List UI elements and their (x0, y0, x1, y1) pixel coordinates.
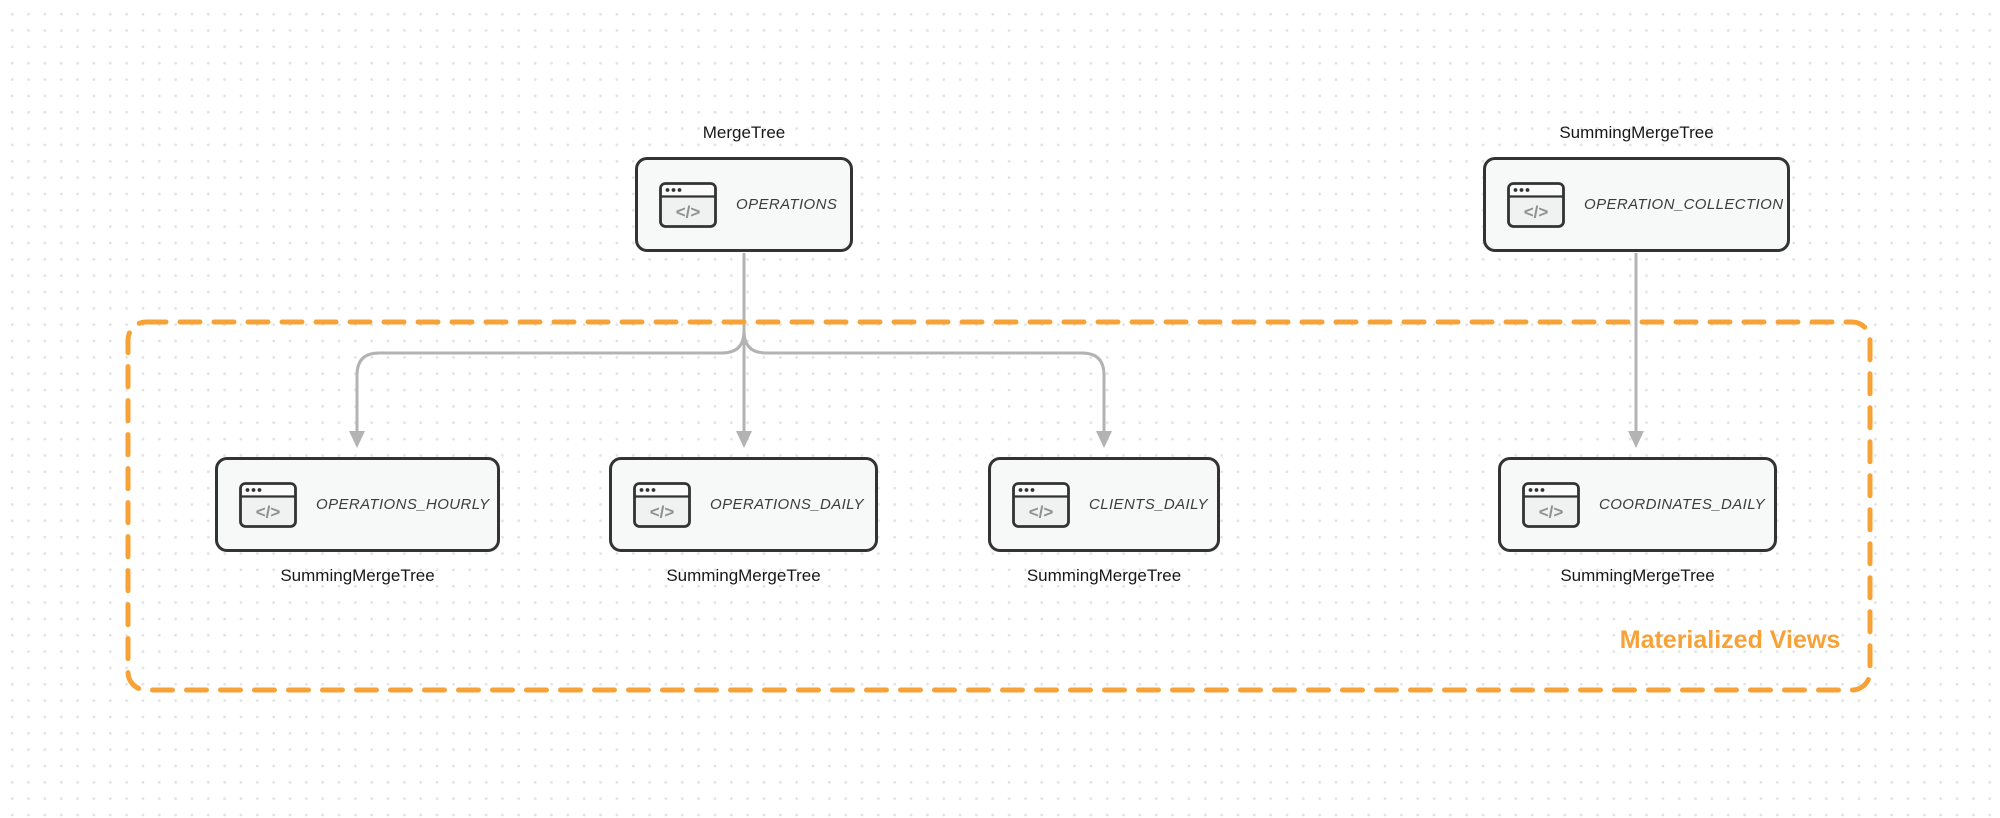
svg-text:</>: </> (650, 502, 675, 521)
engine-label-operation-collection: SummingMergeTree (1559, 123, 1714, 142)
node-title-operations: OPERATIONS (736, 196, 838, 213)
code-window-icon: </> (1522, 481, 1580, 528)
code-window-icon: </> (1507, 181, 1565, 228)
engine-label-operations-hourly: SummingMergeTree (280, 566, 435, 585)
code-window-icon: </> (633, 481, 691, 528)
node-operations-hourly: </> OPERATIONS_HOURLY SummingMergeTree (215, 457, 500, 585)
node-title-operation-collection: OPERATION_COLLECTION (1584, 196, 1784, 213)
node-clients-daily: </> CLIENTS_DAILY SummingMergeTree (988, 457, 1220, 585)
arrowhead-coordinates-daily (1628, 431, 1644, 448)
node-box-operations-hourly: </> OPERATIONS_HOURLY (215, 457, 500, 552)
engine-label-clients-daily: SummingMergeTree (1026, 566, 1182, 585)
svg-text:</>: </> (256, 502, 281, 521)
node-box-operations: </> OPERATIONS (635, 157, 853, 252)
node-title-coordinates-daily: COORDINATES_DAILY (1599, 496, 1766, 513)
node-title-clients-daily: CLIENTS_DAILY (1089, 496, 1208, 513)
node-operations-daily: </> OPERATIONS_DAILY SummingMergeTree (609, 457, 878, 585)
edge-operations-to-operations-hourly (355, 253, 746, 431)
node-title-operations-hourly: OPERATIONS_HOURLY (316, 496, 490, 513)
node-box-operations-daily: </> OPERATIONS_DAILY (609, 457, 878, 552)
code-window-icon: </> (239, 481, 297, 528)
svg-text:</>: </> (1029, 502, 1054, 521)
node-operation-collection: SummingMergeTree </> OPERATION_COLLECTIO… (1483, 123, 1790, 252)
arrowhead-operations-hourly (349, 431, 365, 448)
node-box-operation-collection: </> OPERATION_COLLECTION (1483, 157, 1790, 252)
code-window-icon: </> (659, 181, 717, 228)
svg-text:</>: </> (1539, 502, 1564, 521)
svg-text:</>: </> (676, 202, 701, 221)
engine-label-operations-daily: SummingMergeTree (666, 566, 821, 585)
arrowhead-operations-daily (736, 431, 752, 448)
code-window-icon: </> (1012, 481, 1070, 528)
node-box-clients-daily: </> CLIENTS_DAILY (988, 457, 1220, 552)
node-box-coordinates-daily: </> COORDINATES_DAILY (1498, 457, 1777, 552)
engine-label-coordinates-daily: SummingMergeTree (1560, 566, 1715, 585)
arrowhead-clients-daily (1096, 431, 1112, 448)
node-title-operations-daily: OPERATIONS_DAILY (710, 496, 864, 513)
engine-label-operations: MergeTree (702, 123, 786, 142)
node-coordinates-daily: </> COORDINATES_DAILY SummingMergeTree (1498, 457, 1777, 585)
svg-text:</>: </> (1524, 202, 1549, 221)
node-operations: MergeTree </> OPERATIONS (635, 123, 853, 252)
edge-operations-to-clients-daily (742, 253, 1106, 431)
materialized-views-caption: Materialized Views (1619, 626, 1841, 654)
